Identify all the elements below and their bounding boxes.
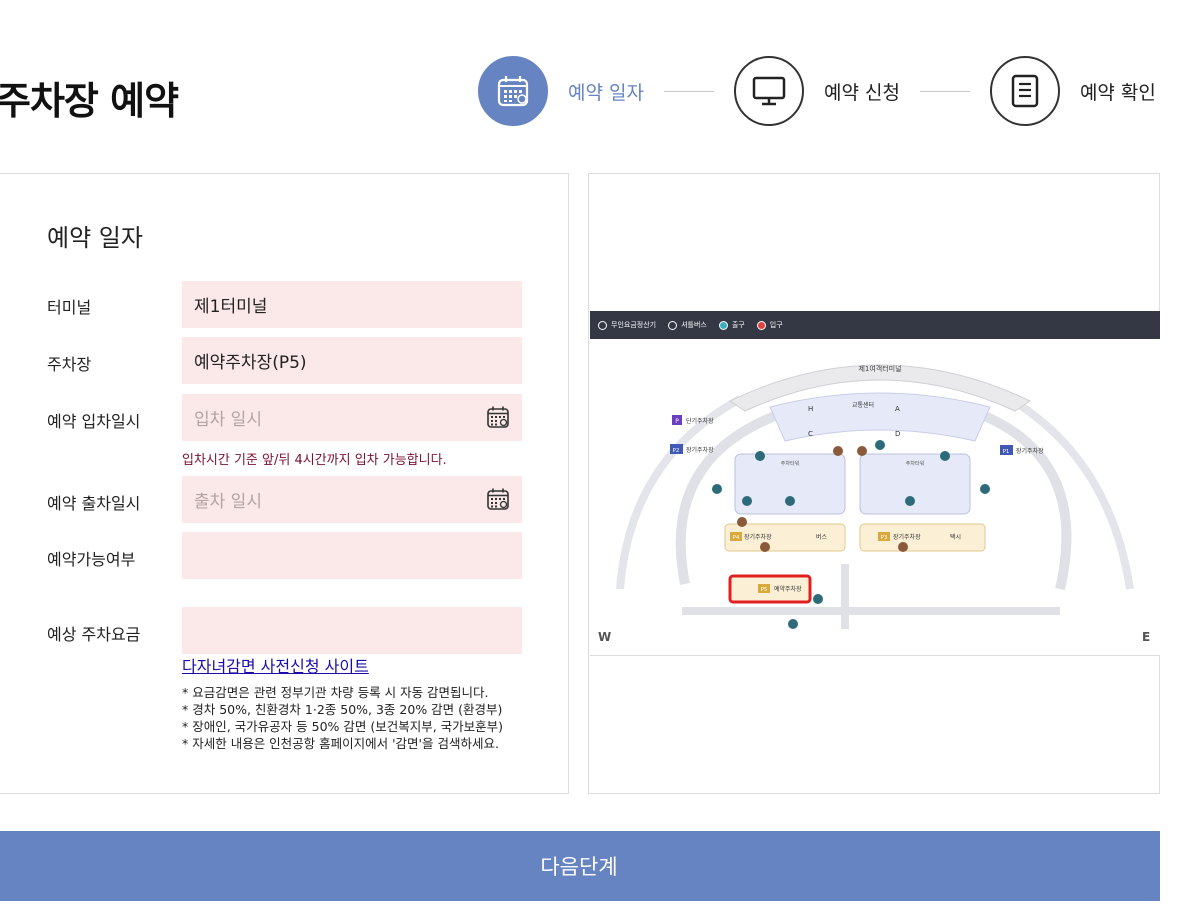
zone-label: D [895,430,900,438]
step-circle-date [478,56,548,126]
reservation-form-panel: 예약 일자 터미널 제1터미널 주차장 예약주차장(P5) 예약 입차일시 입차… [0,173,569,794]
entry-hint: 입차시간 기준 앞/뒤 4시간까지 입차 가능합니다. [182,453,447,468]
p4-label: 장기주차장 [744,533,772,541]
parking-select[interactable]: 예약주차장(P5) [182,337,522,384]
east-label: E [1142,630,1150,644]
parking-map: 제1여객터미널 교통센터 H A C D 주차타워 주차타워 P4 장기주차장 … [590,339,1160,656]
short-term-badge: P [675,418,679,425]
shuttle-bus-marker-icon [712,440,990,629]
entry-datetime-label: 예약 입차일시 [47,412,141,431]
step-circle-apply [733,56,804,126]
parking-tower-label: 주차타워 [906,460,924,467]
zone-label: C [808,430,813,438]
monitor-icon [752,76,786,106]
fee-label: 예상 주차요금 [47,625,141,644]
parking-value: 예약주차장(P5) [194,353,307,373]
terminal-label: 터미널 [47,298,92,317]
section-title: 예약 일자 [47,224,143,252]
step-reservation-apply: 예약 신청 [733,56,900,126]
multi-child-discount-link[interactable]: 다자녀감면 사전신청 사이트 [182,657,369,676]
legend-entrance: 입구 [756,320,783,330]
legend-payment-kiosk: 무인요금정산기 [598,320,656,330]
fee-field [182,607,522,654]
p1-label: 장기주차장 [1016,447,1044,455]
entry-datetime-placeholder: 입차 일시 [194,410,262,430]
terminal-value: 제1터미널 [194,297,268,317]
kiosk-marker-icon [737,446,908,552]
step-label-apply: 예약 신청 [823,81,900,104]
note-line: * 경차 50%, 친환경차 1·2종 50%, 3종 20% 감면 (환경부) [182,702,503,717]
step-label-confirm: 예약 확인 [1079,81,1156,104]
step-divider [663,90,714,92]
p5-label: 예약주차장 [774,585,802,593]
bus-icon [668,320,678,330]
short-term-label: 단기주차장 [686,417,714,425]
step-reservation-date: 예약 일자 [478,56,644,126]
legend-label: 셔틀버스 [681,321,707,329]
calendar-icon[interactable] [486,405,510,429]
taxi-label: 택시 [950,534,961,541]
parking-map-panel: 무인요금정산기 셔틀버스 출구 입구 제1여객터미널 교통센터 H A C D … [588,173,1160,794]
note-line: * 요금감면은 관련 정부기관 차량 등록 시 자동 감면됩니다. [182,685,489,700]
parking-tower-label: 주차타워 [781,460,799,467]
next-step-button[interactable]: 다음단계 [0,831,1160,901]
availability-field [182,532,522,579]
discount-notes: * 요금감면은 관련 정부기관 차량 등록 시 자동 감면됩니다. * 경차 5… [182,684,503,752]
p4-badge: P4 [733,535,740,541]
step-reservation-confirm: 예약 확인 [989,56,1156,126]
entry-datetime-input[interactable]: 입차 일시 [182,394,522,441]
west-label: W [598,630,611,644]
parking-map-svg: 제1여객터미널 교통센터 H A C D 주차타워 주차타워 P4 장기주차장 … [598,364,1150,644]
legend-label: 무인요금정산기 [611,321,657,329]
calendar-icon [497,76,529,107]
page-title: 주차장 예약 [0,79,179,123]
exit-icon [718,320,728,330]
exit-datetime-placeholder: 출차 일시 [194,492,262,512]
bus-label: 버스 [816,533,828,541]
parking-label: 주차장 [47,355,92,374]
legend-label: 입구 [769,321,783,329]
step-divider [919,90,970,92]
terminal-select[interactable]: 제1터미널 [182,281,522,328]
legend-exit: 출구 [718,320,745,330]
exit-datetime-input[interactable]: 출차 일시 [182,476,522,523]
note-line: * 장애인, 국가유공자 등 50% 감면 (보건복지부, 국가보훈부) [182,719,504,734]
kiosk-icon [598,320,607,330]
map-legend: 무인요금정산기 셔틀버스 출구 입구 [590,311,1160,339]
legend-label: 출구 [731,321,745,329]
p2-label: 장기주차장 [686,446,714,454]
p1-badge: P1 [1003,449,1010,455]
traffic-center-label: 교통센터 [852,401,874,409]
entrance-icon [756,320,766,330]
document-icon [1011,74,1039,108]
step-label-date: 예약 일자 [568,81,644,104]
calendar-icon[interactable] [486,487,510,511]
step-circle-confirm [989,56,1060,126]
note-line: * 자세한 내용은 인천공항 홈페이지에서 '감면'을 검색하세요. [182,736,499,751]
step-indicator: 예약 일자 예약 신청 예약 확인 [478,55,1156,127]
availability-label: 예약가능여부 [47,550,136,569]
zone-label: A [895,405,900,413]
p5-badge: P5 [761,587,768,593]
legend-shuttle-bus: 셔틀버스 [668,320,707,330]
zone-label: H [808,405,813,413]
exit-datetime-label: 예약 출차일시 [47,494,141,513]
p3-badge: P3 [881,535,888,541]
p2-badge: P2 [673,448,680,454]
terminal-label: 제1여객터미널 [858,364,901,373]
p3-label: 장기주차장 [893,533,921,541]
